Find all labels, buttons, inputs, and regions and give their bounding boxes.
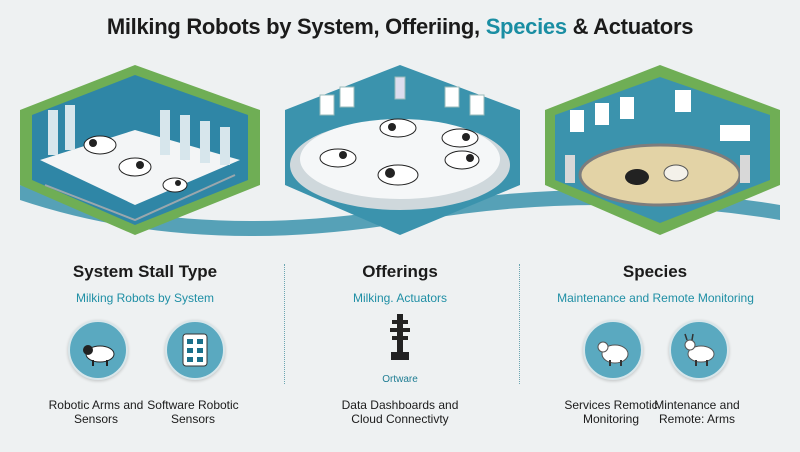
label-software-sensors: Software Robotic Sensors	[147, 398, 239, 426]
column-subheading-species: Maintenance and Remote Monitoring	[557, 291, 754, 305]
column-subheading-offerings: Milking. Actuators	[352, 291, 448, 305]
sheep-icon	[583, 320, 643, 380]
column-heading-system: System Stall Type	[72, 262, 218, 281]
column-heading-species: Species	[622, 262, 688, 281]
actuator-icon	[386, 312, 414, 362]
rotary-parlor-scene	[285, 65, 520, 235]
title-text: Milking Robots by System, Offeriing,	[106, 14, 486, 39]
label-maintenance-arms: Mintenance and Remote: Arms	[654, 398, 740, 426]
goat-pen-scene	[545, 65, 780, 235]
title-accent-text: Species	[485, 14, 567, 39]
cow-icon	[68, 320, 128, 380]
column-divider	[519, 264, 520, 384]
column-subheading-system: Milking Robots by System	[75, 291, 215, 305]
scene-illustration	[20, 65, 780, 236]
label-data-dashboards: Data Dashboards and Cloud Connectivty	[341, 398, 459, 426]
label-services-monitoring: Services Remotic Monitoring	[564, 398, 658, 426]
title-text-end: & Actuators	[566, 14, 694, 39]
caption-ortware: Ortware	[382, 374, 418, 385]
control-panel-icon	[165, 320, 225, 380]
column-divider	[284, 264, 285, 384]
label-robotic-arms: Robotic Arms and Sensors	[48, 398, 144, 426]
column-heading-offerings: Offerings	[362, 262, 438, 281]
goat-icon	[669, 320, 729, 380]
page-title: Milking Robots by System, Offeriing, Spe…	[0, 14, 800, 40]
milking-barn-scene	[20, 65, 260, 235]
